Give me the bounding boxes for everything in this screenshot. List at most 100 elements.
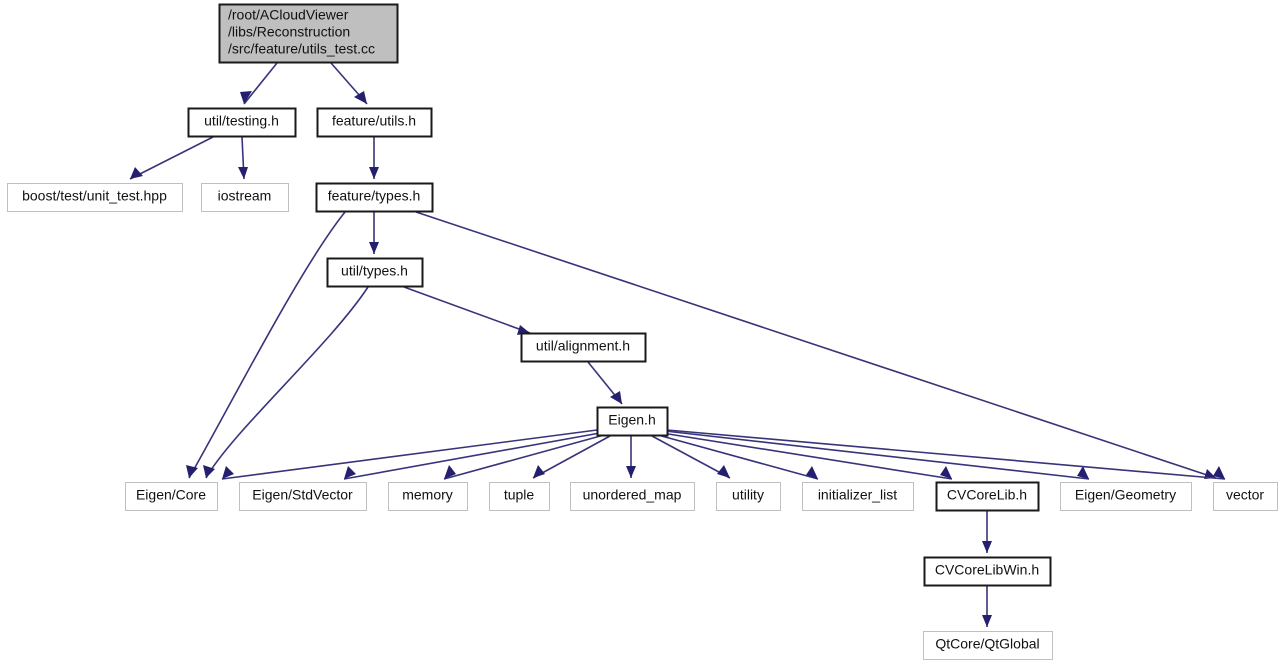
arrowhead-icon	[1213, 466, 1225, 479]
edge-eigen_h-to-unordered_map	[626, 436, 636, 478]
node-box[interactable]	[125, 482, 218, 511]
node-box[interactable]	[596, 406, 669, 437]
graph-node-util_testing[interactable]: util/testing.h	[187, 107, 297, 138]
node-box[interactable]	[935, 481, 1040, 512]
edge-line	[443, 434, 605, 480]
graph-node-utility[interactable]: utility	[716, 482, 781, 511]
node-label-initializer_list: initializer_list	[818, 487, 897, 503]
node-label-memory: memory	[402, 487, 453, 503]
graph-node-tuple[interactable]: tuple	[489, 482, 550, 511]
graph-node-util_types[interactable]: util/types.h	[326, 257, 424, 288]
graph-node-cvcorelibwin[interactable]: CVCoreLibWin.h	[923, 556, 1052, 587]
node-box[interactable]	[326, 257, 424, 288]
arrowhead-icon	[130, 167, 143, 179]
node-label-util_alignment: util/alignment.h	[536, 338, 630, 354]
graph-node-eigen_stdvector[interactable]: Eigen/StdVector	[239, 482, 367, 511]
node-label-cvcorelib: CVCoreLib.h	[947, 487, 1027, 503]
arrowhead-icon	[344, 466, 356, 479]
node-box[interactable]	[802, 482, 914, 511]
edge-util_alignment-to-eigen_h	[587, 361, 623, 405]
node-box[interactable]	[923, 556, 1052, 587]
node-box[interactable]	[316, 107, 433, 138]
arrowhead-icon	[203, 465, 215, 478]
node-label-vector: vector	[1226, 487, 1264, 503]
node-box[interactable]	[716, 482, 781, 511]
arrowhead-icon	[354, 91, 367, 104]
graph-node-unordered_map[interactable]: unordered_map	[570, 482, 695, 511]
node-label-util_types: util/types.h	[341, 263, 408, 279]
arrowhead-icon	[533, 465, 545, 478]
arrowhead-icon	[806, 466, 818, 479]
node-box[interactable]	[388, 482, 468, 511]
edge-line	[205, 286, 369, 479]
edge-line	[221, 429, 598, 480]
edge-eigen_h-to-cvcorelib	[661, 432, 953, 480]
arrowhead-icon	[222, 466, 234, 479]
node-box[interactable]	[1213, 482, 1278, 511]
graph-node-vector[interactable]: vector	[1213, 482, 1278, 511]
edge-line	[661, 432, 953, 480]
edge-root-to-util_testing	[240, 62, 278, 105]
node-label-qtcore_qtglobal: QtCore/QtGlobal	[935, 636, 1039, 652]
edge-line	[188, 211, 346, 479]
arrowhead-icon	[717, 465, 730, 478]
arrowhead-icon	[240, 91, 252, 104]
node-label-root-line-1: /root/ACloudViewer	[228, 7, 349, 23]
edge-line	[343, 432, 601, 480]
edge-util_testing-to-iostream	[238, 136, 248, 180]
node-layer: /root/ACloudViewer/libs/Reconstruction/s…	[7, 3, 1278, 660]
edge-eigen_h-to-utility	[651, 435, 731, 479]
arrowhead-icon	[982, 615, 992, 627]
edge-eigen_h-to-vector	[666, 429, 1226, 480]
graph-node-memory[interactable]: memory	[388, 482, 468, 511]
edge-eigen_h-to-memory	[443, 434, 605, 480]
node-box[interactable]	[315, 182, 434, 213]
arrowhead-icon	[940, 466, 952, 479]
node-box[interactable]	[218, 3, 399, 64]
edge-util_types-to-util_alignment	[403, 286, 531, 335]
graph-node-util_alignment[interactable]: util/alignment.h	[520, 332, 647, 363]
node-label-eigen_stdvector: Eigen/StdVector	[252, 487, 353, 503]
graph-node-initializer_list[interactable]: initializer_list	[802, 482, 914, 511]
edge-eigen_h-to-tuple	[532, 435, 611, 479]
node-box[interactable]	[923, 631, 1053, 660]
graph-node-feature_utils[interactable]: feature/utils.h	[316, 107, 433, 138]
node-box[interactable]	[520, 332, 647, 363]
graph-node-eigen_h[interactable]: Eigen.h	[596, 406, 669, 437]
graph-node-cvcorelib[interactable]: CVCoreLib.h	[935, 481, 1040, 512]
graph-node-iostream[interactable]: iostream	[201, 183, 289, 212]
graph-node-eigen_core[interactable]: Eigen/Core	[125, 482, 218, 511]
graph-node-qtcore_qtglobal[interactable]: QtCore/QtGlobal	[923, 631, 1053, 660]
node-label-util_testing: util/testing.h	[204, 113, 279, 129]
edge-eigen_h-to-initializer_list	[657, 434, 819, 480]
node-box[interactable]	[201, 183, 289, 212]
node-label-eigen_h: Eigen.h	[608, 412, 655, 428]
edge-cvcorelib-to-cvcorelibwin	[982, 511, 992, 553]
graph-node-boost_unit_test[interactable]: boost/test/unit_test.hpp	[7, 183, 183, 212]
node-box[interactable]	[7, 183, 183, 212]
node-box[interactable]	[187, 107, 297, 138]
graph-node-root[interactable]: /root/ACloudViewer/libs/Reconstruction/s…	[218, 3, 399, 64]
edge-util_types-to-eigen_core	[203, 286, 369, 479]
node-label-root-line-2: /libs/Reconstruction	[228, 24, 350, 40]
edge-feature_types-to-vector	[415, 211, 1217, 479]
node-box[interactable]	[239, 482, 367, 511]
edge-layer	[129, 62, 1226, 627]
node-label-tuple: tuple	[504, 487, 535, 503]
graph-node-feature_types[interactable]: feature/types.h	[315, 182, 434, 213]
arrowhead-icon	[1077, 466, 1089, 479]
graph-node-eigen_geometry[interactable]: Eigen/Geometry	[1060, 482, 1192, 511]
node-box[interactable]	[489, 482, 550, 511]
node-label-utility: utility	[732, 487, 764, 503]
node-label-root-line-3: /src/feature/utils_test.cc	[228, 41, 375, 57]
arrowhead-icon	[1204, 469, 1216, 479]
node-label-feature_types: feature/types.h	[328, 188, 421, 204]
node-box[interactable]	[1060, 482, 1192, 511]
edge-line	[532, 435, 611, 479]
node-box[interactable]	[570, 482, 695, 511]
node-label-feature_utils: feature/utils.h	[332, 113, 416, 129]
node-label-eigen_core: Eigen/Core	[136, 487, 206, 503]
edge-line	[243, 62, 278, 105]
